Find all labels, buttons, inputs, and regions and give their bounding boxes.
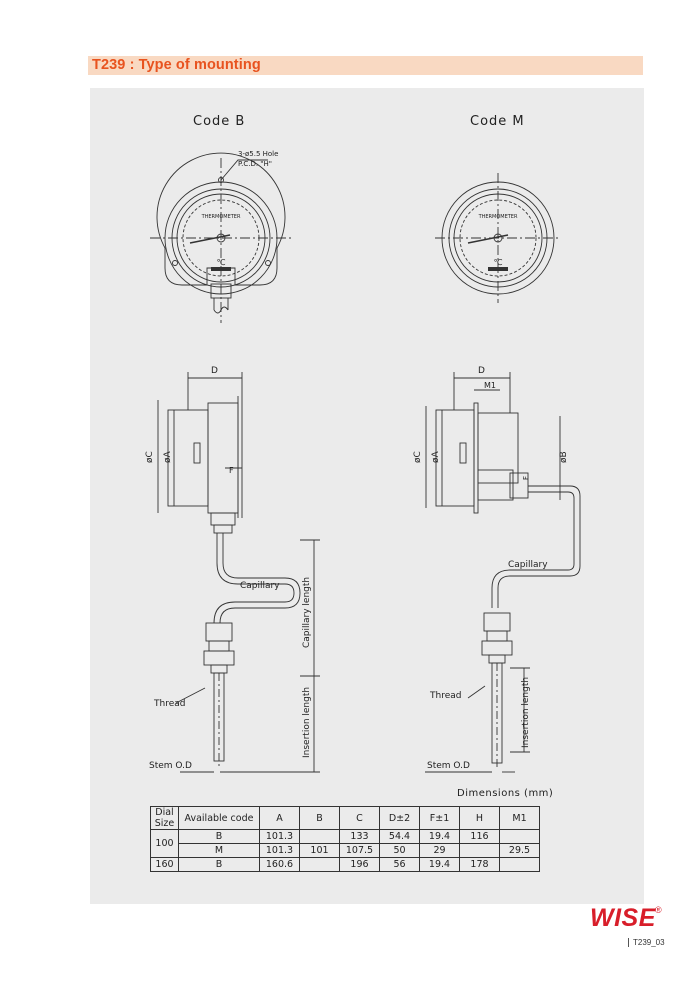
cell-c: 133 [339, 829, 380, 844]
section-title: T239 : Type of mounting [92, 57, 261, 73]
cell-f: 19.4 [419, 857, 460, 872]
cell-code: M [178, 843, 260, 858]
table-row: 160 B 160.6 196 56 19.4 178 [150, 857, 540, 872]
code-b-side-view [157, 372, 320, 773]
code-b-dial-logo-bar [211, 267, 231, 271]
table-row: M 101.3 101 107.5 50 29 29.5 [151, 843, 540, 858]
drawing-panel [90, 88, 644, 904]
code-m-dim-phi-b: øB [559, 451, 569, 463]
cell-b [299, 857, 340, 872]
dimensions-table: Dial Size Available code A B C D±2 F±1 H… [150, 806, 540, 872]
cell-d: 56 [379, 857, 420, 872]
code-b-capillary-label: Capillary [240, 581, 280, 591]
code-m-insertion-length-label: Insertion length [521, 677, 531, 748]
table-row: 100 B 101.3 133 54.4 19.4 116 [150, 829, 540, 858]
header-dial-size: Dial Size [150, 806, 179, 830]
code-m-dim-phi-c: øC [413, 451, 423, 463]
code-m-capillary-label: Capillary [508, 560, 548, 570]
header-a: A [259, 806, 300, 830]
technical-drawing: THERMOMETER ℃ THERMOMETER ℃ Code B Code … [145, 114, 581, 773]
header-available-code: Available code [178, 806, 260, 830]
cell-f: 19.4 [419, 829, 460, 844]
cell-h: 116 [459, 829, 500, 844]
cell-b [299, 829, 340, 844]
header-h: H [459, 806, 500, 830]
header-f: F±1 [419, 806, 460, 830]
page-reference: T239_03 [628, 938, 665, 947]
code-b-insertion-length-label: Insertion length [302, 687, 312, 758]
cell-h [459, 843, 500, 858]
cell-a: 101.3 [259, 829, 300, 844]
header-d: D±2 [379, 806, 420, 830]
cell-d: 50 [379, 843, 420, 858]
code-m-label: Code M [470, 114, 525, 129]
cell-dial-size: 100 [150, 829, 179, 858]
hole-note-line2: P.C.D. "H" [238, 160, 272, 168]
code-b-dial-unit: ℃ [217, 258, 226, 267]
cell-m1: 29.5 [499, 843, 540, 858]
cell-b: 101 [299, 843, 340, 858]
code-m-stem-od-label: Stem O.D [427, 761, 470, 771]
code-m-dial-logo-bar [488, 267, 508, 271]
header-c: C [339, 806, 380, 830]
wise-logo: WISE [590, 904, 656, 932]
code-b-dim-f: F [229, 466, 234, 475]
code-b-stem-od-label: Stem O.D [149, 761, 192, 771]
section-title-bar: T239 : Type of mounting [88, 56, 643, 75]
table-header-row: Dial Size Available code A B C D±2 F±1 H… [150, 806, 540, 830]
code-b-dim-d: D [211, 366, 218, 376]
dimensions-caption: Dimensions (mm) [457, 788, 554, 799]
header-m1: M1 [499, 806, 540, 830]
code-b-front-view [150, 152, 292, 323]
code-m-thread-label: Thread [429, 691, 461, 701]
cell-m1 [499, 829, 540, 844]
code-b-dim-phi-a: øA [163, 450, 173, 463]
cell-a: 101.3 [259, 843, 300, 858]
code-m-dim-d: D [478, 366, 485, 376]
cell-dial-size: 160 [150, 857, 179, 872]
code-m-dim-m1: M1 [484, 381, 496, 390]
hole-note-line1: 3-ø5.5 Hole [238, 150, 278, 158]
cell-d: 54.4 [379, 829, 420, 844]
header-b: B [299, 806, 340, 830]
code-m-dial-unit: ℃ [494, 258, 503, 267]
cell-code: B [178, 857, 260, 872]
code-b-label: Code B [193, 114, 245, 129]
cell-f: 29 [419, 843, 460, 858]
code-m-dial-text: THERMOMETER [478, 214, 518, 220]
cell-c: 107.5 [339, 843, 380, 858]
code-m-dim-phi-a: øA [431, 450, 441, 463]
code-b-dial-text: THERMOMETER [201, 214, 241, 220]
code-m-front-view [435, 173, 560, 303]
cell-a: 160.6 [259, 857, 300, 872]
code-m-side-view [425, 372, 581, 773]
cell-code: B [178, 829, 260, 844]
cell-m1 [499, 857, 540, 872]
code-b-dim-phi-c: øC [145, 451, 155, 463]
registered-mark: ® [655, 905, 662, 915]
code-b-thread-label: Thread [153, 699, 185, 709]
code-b-capillary-length-label: Capillary length [302, 577, 312, 648]
cell-h: 178 [459, 857, 500, 872]
cell-c: 196 [339, 857, 380, 872]
code-m-dim-f: F [522, 476, 530, 480]
